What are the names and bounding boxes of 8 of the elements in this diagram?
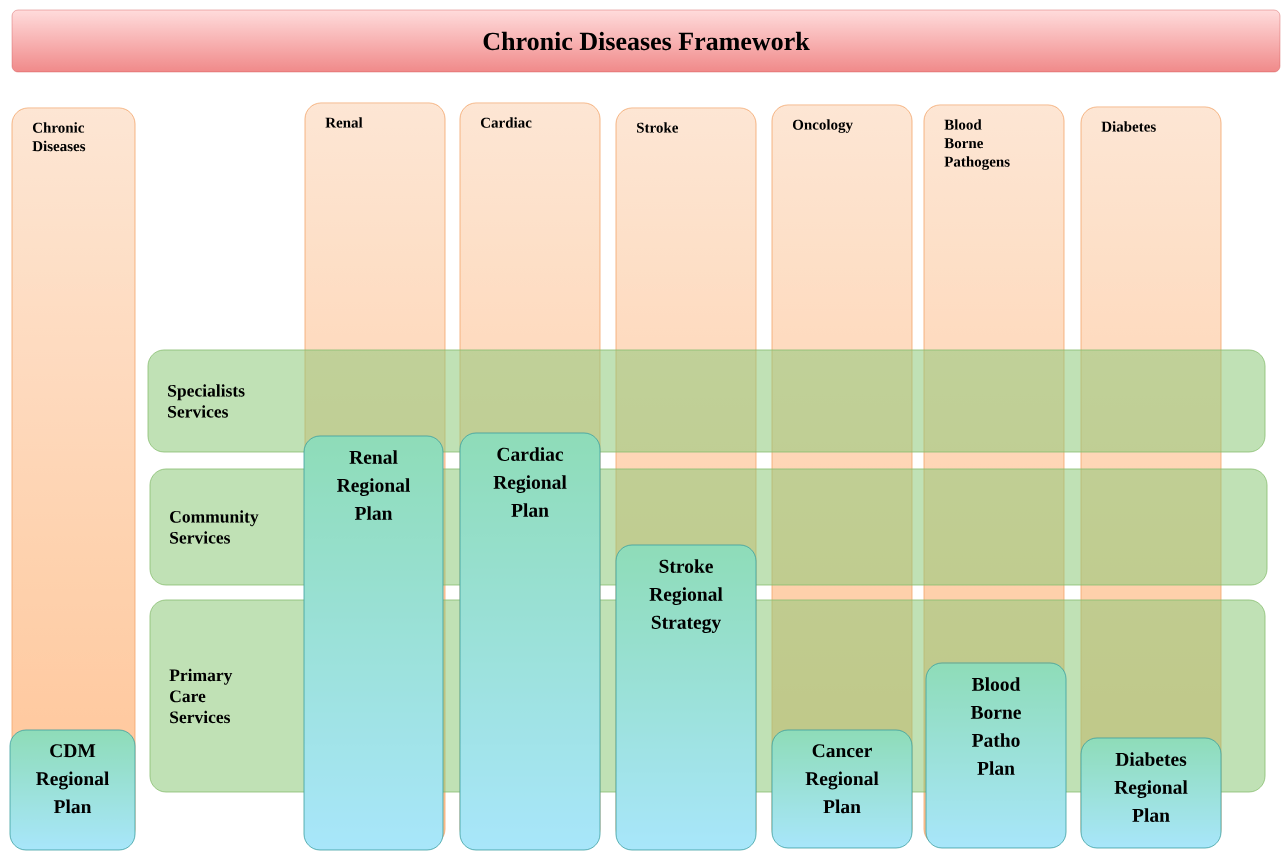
title-banner: Chronic Diseases Framework xyxy=(11,9,1281,73)
plan-box: Blood Borne Patho Plan xyxy=(925,662,1067,849)
plan-box: CDM Regional Plan xyxy=(9,729,136,851)
plan-box: Diabetes Regional Plan xyxy=(1080,737,1222,849)
plan-box: Stroke Regional Strategy xyxy=(615,544,757,851)
plan-box: Renal Regional Plan xyxy=(303,435,444,851)
plan-box: Cardiac Regional Plan xyxy=(459,432,601,851)
plan-box: Cancer Regional Plan xyxy=(771,729,913,849)
